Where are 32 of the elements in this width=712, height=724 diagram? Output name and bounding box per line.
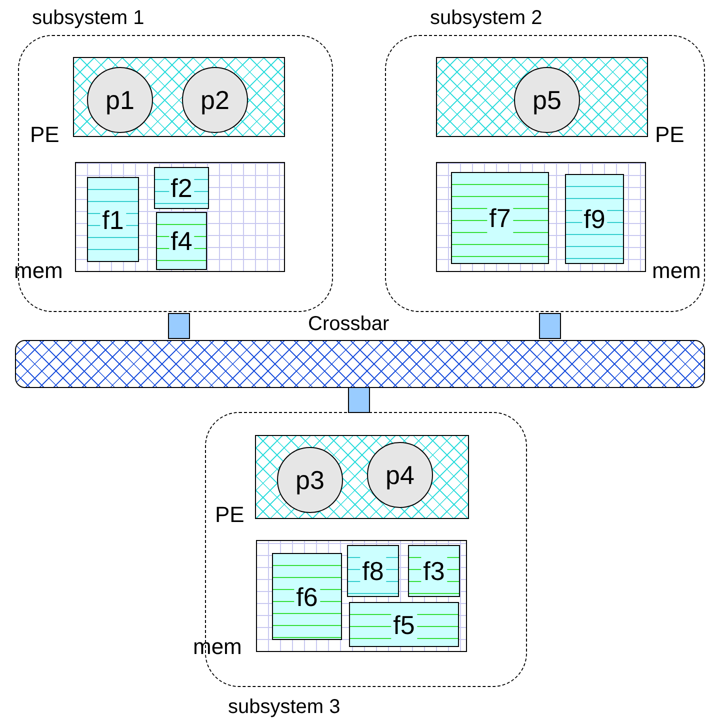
panel-label: mem <box>14 260 63 282</box>
port-square <box>348 387 370 413</box>
panel-label: mem <box>652 260 701 282</box>
block-label: p1 <box>106 87 134 113</box>
panel-label: mem <box>193 636 242 658</box>
block-label: p5 <box>532 87 562 113</box>
subsystem-title: subsystem 2 <box>430 8 542 28</box>
block-label: p4 <box>386 462 414 488</box>
frame-block <box>408 545 460 597</box>
subsystem-title: subsystem 1 <box>32 8 144 28</box>
frame-block <box>154 167 209 209</box>
frame-block <box>156 212 207 270</box>
panel-label: PE <box>30 124 60 146</box>
crossbar-label: Crossbar <box>308 314 390 334</box>
processor-circle <box>87 67 153 133</box>
block-label: p3 <box>296 467 324 493</box>
frame-block <box>272 553 342 640</box>
subsystem-title: subsystem 3 <box>228 697 340 717</box>
panel-label: PE <box>655 124 684 146</box>
processor-circle <box>367 442 433 508</box>
block-label: p2 <box>200 87 230 113</box>
processor-circle <box>277 447 343 513</box>
panel-label: PE <box>215 504 244 526</box>
processor-circle <box>514 67 580 133</box>
frame-block <box>87 177 139 262</box>
frame-block <box>349 602 459 647</box>
processor-circle <box>182 67 248 133</box>
frame-block <box>347 545 399 597</box>
frame-block <box>451 172 549 264</box>
port-square <box>168 313 190 339</box>
port-square <box>539 313 561 339</box>
frame-block <box>565 174 624 264</box>
